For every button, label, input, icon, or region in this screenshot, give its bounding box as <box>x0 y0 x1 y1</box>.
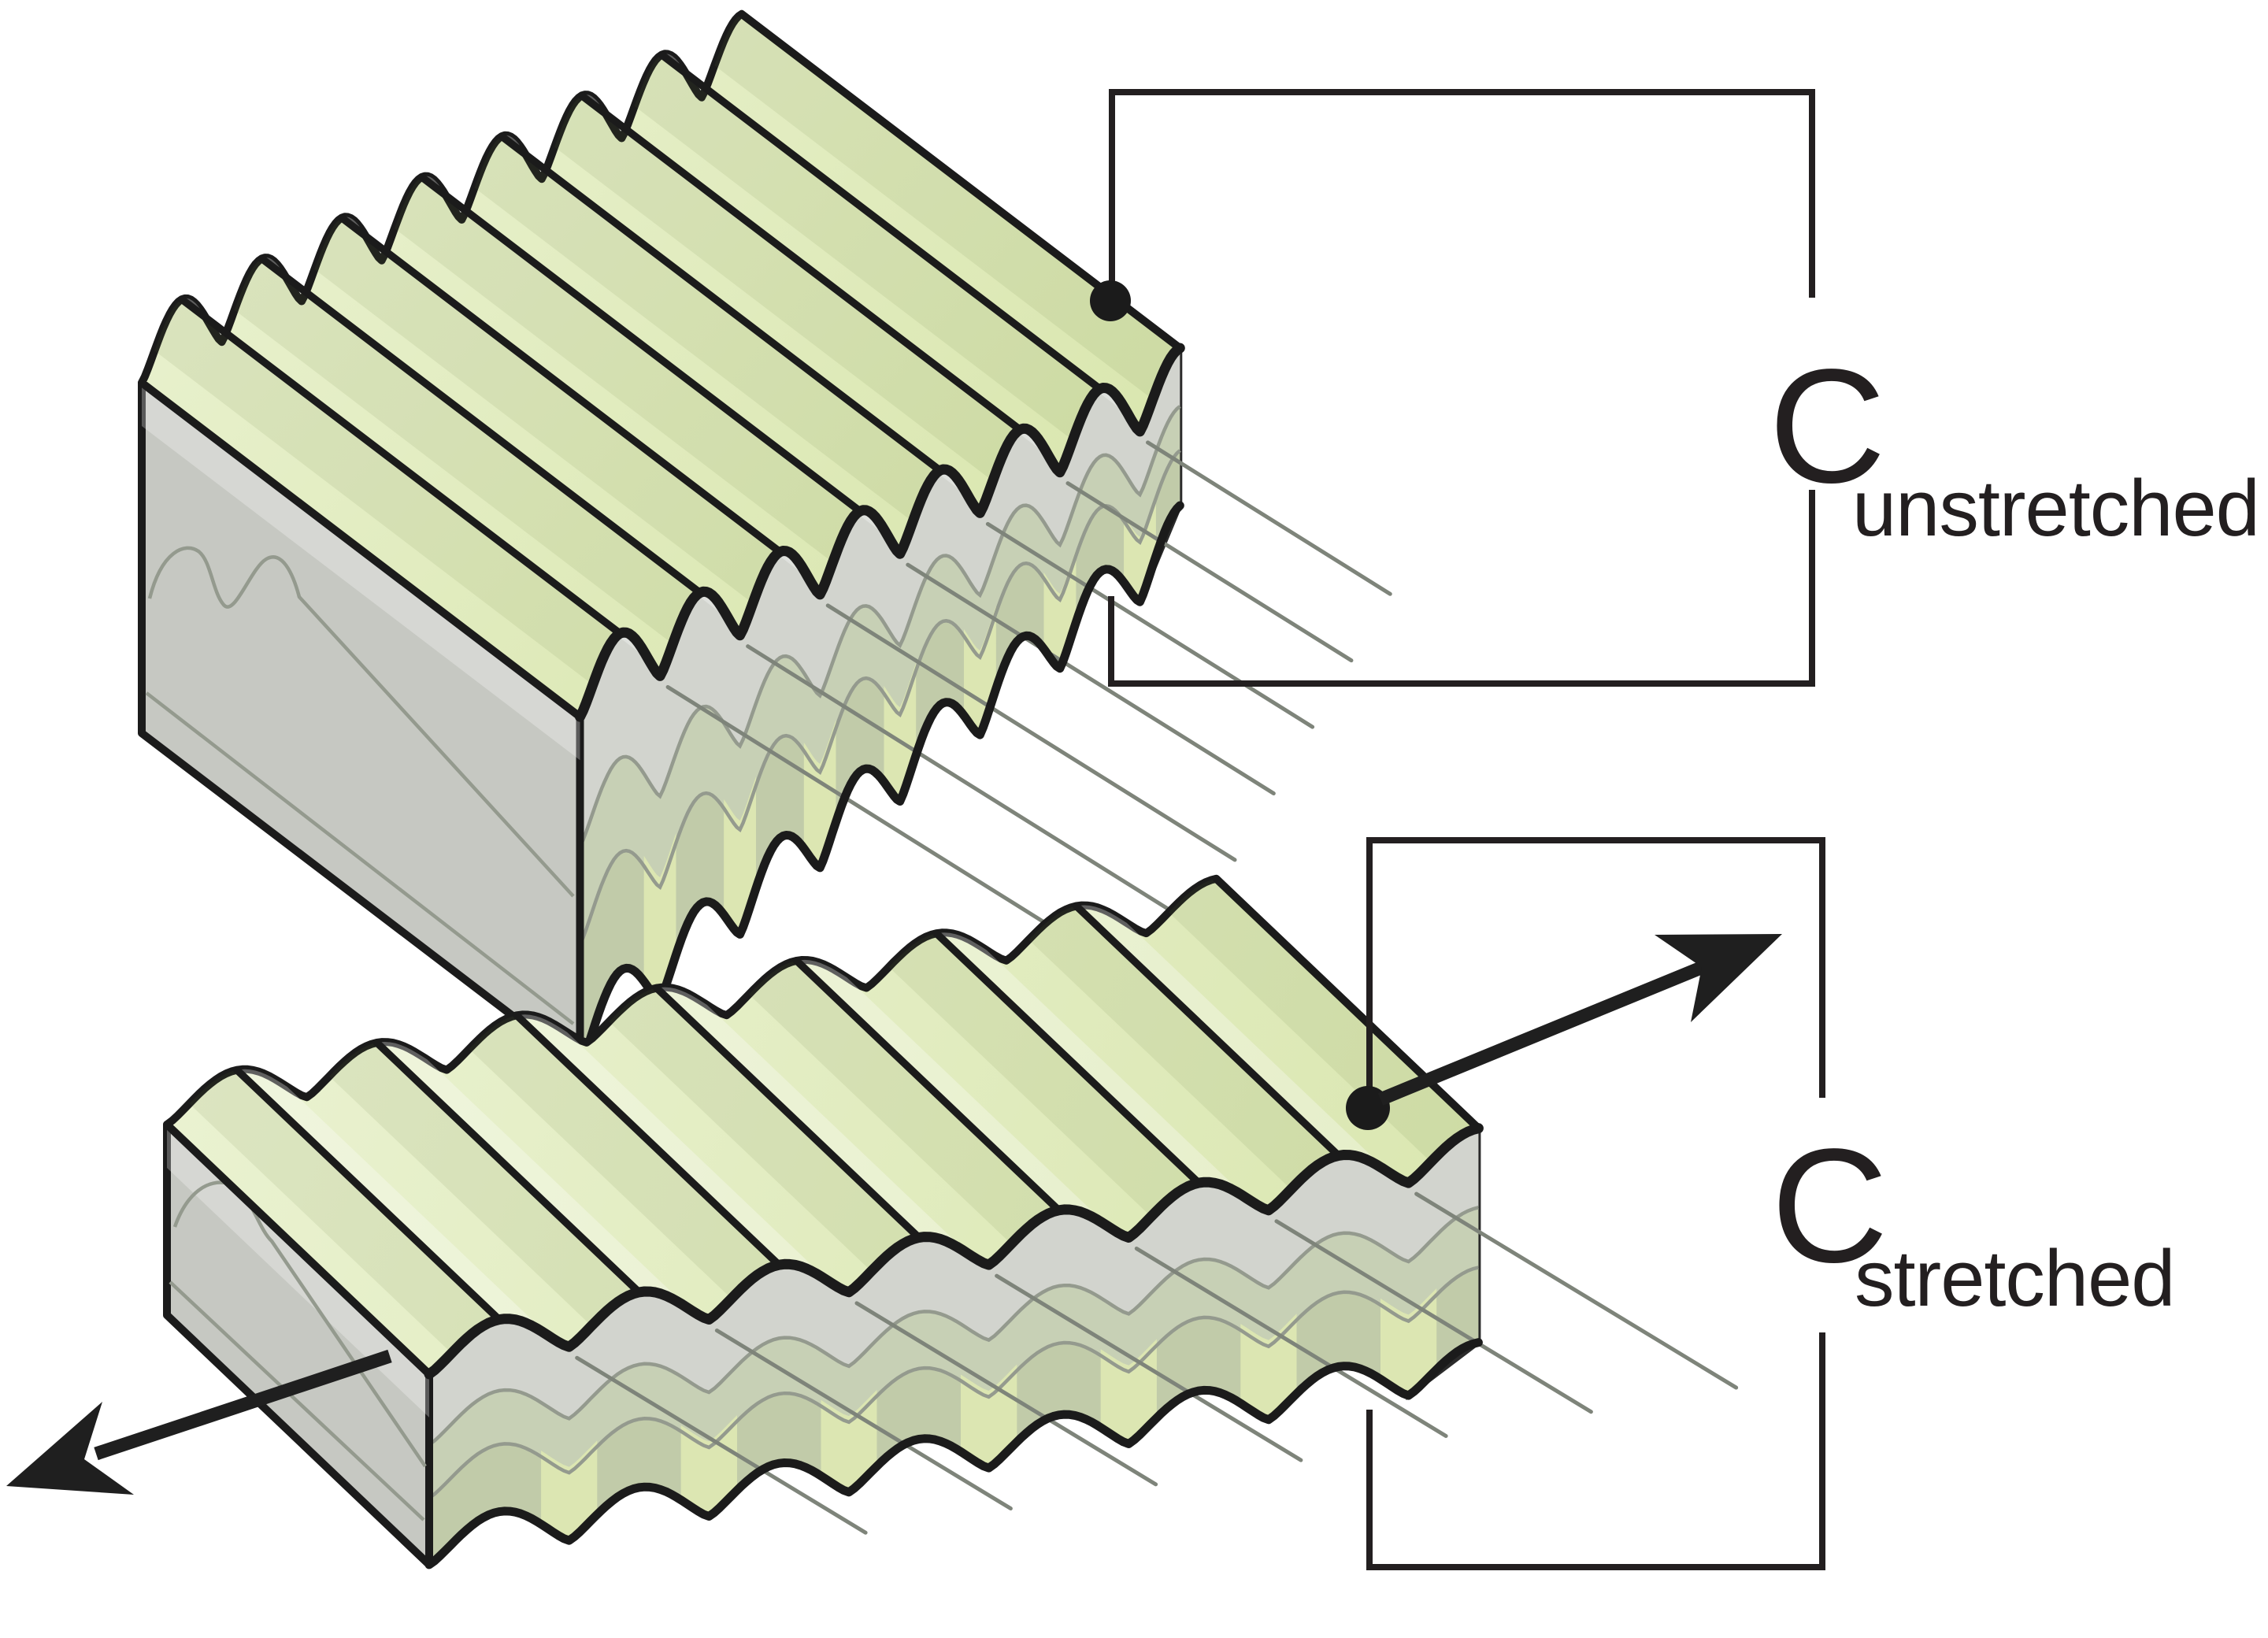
ridge-highlight <box>939 932 1250 1200</box>
connection-node-icon <box>1346 1086 1390 1130</box>
ridge-shade <box>395 178 858 563</box>
band-crest-line <box>1065 481 1354 663</box>
stretch-arrow-icon-right <box>1377 934 1782 1106</box>
ridge-shade <box>749 961 1056 1244</box>
block-front-band <box>580 348 1180 847</box>
stretch-arrows <box>6 934 1782 1495</box>
ridge-shade <box>189 1070 497 1354</box>
ridge-shade <box>609 988 917 1272</box>
cap-label-unstretched-symbol: C <box>1769 335 1886 517</box>
ridge-crest-line <box>932 929 1203 1187</box>
ridge-shade <box>329 1043 636 1326</box>
ridge-crest-line <box>792 957 1063 1214</box>
band-crest-line <box>985 521 1315 729</box>
ridge-crest-line <box>417 173 864 515</box>
ridge-crest-line <box>513 1011 783 1269</box>
band-crest-line <box>854 1301 1158 1487</box>
ridge-crest-line <box>658 50 1104 393</box>
circuit-wire-unstretched <box>1108 89 1815 687</box>
band-crest-line <box>714 1329 1013 1511</box>
connection-node-icon <box>1090 280 1131 321</box>
ridge-crest-line <box>233 1065 503 1324</box>
band-layer-line <box>578 449 1181 946</box>
block-front-band <box>724 776 756 935</box>
cap-label-stretched-subscript: stretched <box>1855 1235 2174 1323</box>
ridge-shade <box>888 934 1196 1217</box>
left-face-highlight <box>142 383 580 761</box>
left-face-wave-profile <box>169 1280 425 1521</box>
ridge-crest-line <box>1072 902 1343 1160</box>
ridge-shade <box>469 1016 776 1299</box>
band-layer-line <box>428 1266 1479 1500</box>
band-crest-line <box>746 644 1199 928</box>
ridge-shade <box>314 218 779 604</box>
circuit-wire-stretched <box>1366 837 1825 1570</box>
ridge-crest-line <box>258 254 704 597</box>
unstretched-circuit: C unstretched <box>1090 89 2260 687</box>
top-sheet-front-edge <box>424 1123 1484 1380</box>
bottom-sheet-front-edge <box>424 1338 1483 1569</box>
band-crest-line <box>1274 1219 1593 1414</box>
ridge-highlight <box>239 1069 550 1337</box>
ridge-shade <box>554 96 1019 481</box>
left-face-wave-profile <box>147 546 575 898</box>
left-face-highlight <box>167 1125 429 1418</box>
ridge-highlight <box>519 1014 830 1282</box>
band-crest-line <box>906 562 1276 796</box>
ridge-highlight <box>380 1042 690 1310</box>
ridge-highlight <box>1079 905 1389 1173</box>
band-crest-line <box>1414 1191 1739 1390</box>
ridge-highlight <box>799 959 1110 1228</box>
band-crest-line <box>825 603 1237 862</box>
stretched-circuit: C stretched <box>1346 837 2175 1570</box>
ridge-crest-line <box>372 1039 643 1296</box>
ridge-crest-line <box>577 91 1024 434</box>
ridge-crest-line <box>498 132 944 475</box>
ridge-shade <box>634 55 1099 441</box>
ridge-highlight <box>659 987 969 1254</box>
band-crest-line <box>575 1355 868 1535</box>
bottom-sheet-front-edge <box>576 501 1184 1072</box>
band-crest-line <box>1146 440 1392 596</box>
left-face-wave-profile <box>145 691 575 1025</box>
ridge-shade <box>154 300 619 685</box>
top-sheet-front-edge <box>575 343 1185 722</box>
unstretched-block <box>138 9 1392 1072</box>
ridge-shade <box>234 259 699 644</box>
ridge-crest-line <box>1212 875 1483 1132</box>
band-crest-line <box>995 1273 1303 1462</box>
ridge-crest-line <box>338 213 784 556</box>
band-crest-line <box>1134 1246 1448 1438</box>
stretch-arrow-icon-left <box>6 1349 392 1495</box>
ridge-shade <box>1028 906 1336 1190</box>
cap-label-stretched-symbol: C <box>1771 1115 1888 1296</box>
ridge-crest-line <box>653 984 923 1242</box>
block-front-band <box>429 1128 1479 1445</box>
cap-label-unstretched-subscript: unstretched <box>1852 465 2259 553</box>
band-layer-line <box>428 1206 1479 1447</box>
ridge-shade <box>714 15 1179 400</box>
ridge-crest-line <box>178 295 624 638</box>
stretched-block <box>163 874 1739 1569</box>
ridge-shade <box>474 137 939 522</box>
